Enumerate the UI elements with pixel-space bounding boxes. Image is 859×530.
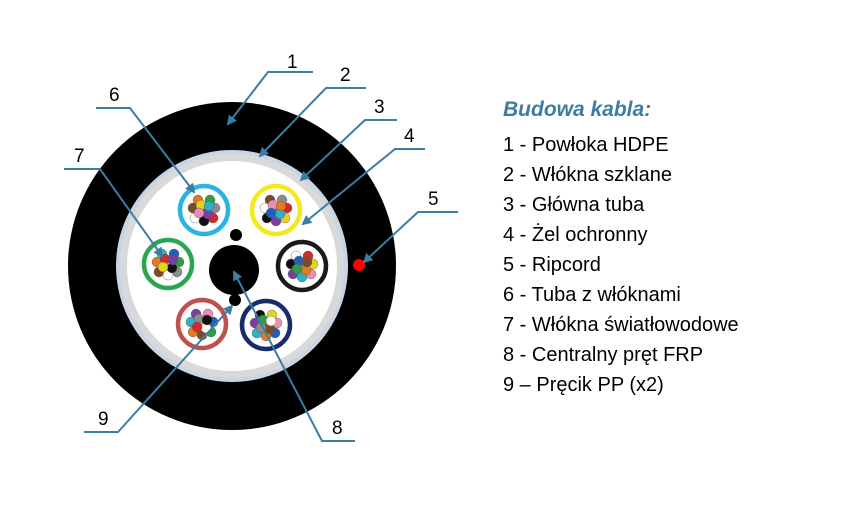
optical-fiber bbox=[193, 207, 205, 219]
leader-line-2 bbox=[258, 87, 366, 158]
fiber-tube-yellow bbox=[249, 183, 303, 237]
leader-line-7 bbox=[64, 168, 164, 258]
optical-fiber bbox=[265, 207, 277, 219]
optical-fiber bbox=[301, 256, 313, 268]
callout-8: 8 bbox=[332, 418, 343, 439]
legend-item-7: 7 - Włókna światłowodowe bbox=[503, 314, 739, 336]
optical-fiber bbox=[191, 321, 203, 333]
fiber-tube-cyan bbox=[177, 183, 231, 237]
callout-4: 4 bbox=[404, 126, 415, 147]
callout-9: 9 bbox=[98, 409, 109, 430]
legend-item-9: 9 – Pręcik PP (x2) bbox=[503, 374, 664, 396]
pp-rod-bottom bbox=[229, 294, 241, 306]
leader-line-1 bbox=[226, 71, 313, 126]
legend-item-5: 5 - Ripcord bbox=[503, 254, 601, 276]
legend-item-6: 6 - Tuba z włóknami bbox=[503, 284, 681, 306]
optical-fiber bbox=[275, 200, 287, 212]
callout-7: 7 bbox=[74, 146, 85, 167]
legend-item-8: 8 - Centralny pręt FRP bbox=[503, 344, 704, 366]
ripcord bbox=[353, 259, 365, 271]
leader-line-3 bbox=[299, 119, 397, 182]
optical-fiber bbox=[203, 200, 215, 212]
optical-fiber bbox=[167, 254, 179, 266]
legend-item-3: 3 - Główna tuba bbox=[503, 194, 645, 216]
callout-6: 6 bbox=[109, 85, 120, 106]
callout-3: 3 bbox=[374, 97, 385, 118]
legend-item-2: 2 - Włókna szklane bbox=[503, 164, 672, 186]
callout-5: 5 bbox=[428, 189, 439, 210]
callout-2: 2 bbox=[340, 65, 351, 86]
fiber-tube-green bbox=[141, 237, 195, 291]
leader-line-4 bbox=[301, 148, 425, 226]
optical-fiber bbox=[201, 314, 213, 326]
fiber-tube-red bbox=[175, 297, 229, 351]
legend-title: Budowa kabla: bbox=[503, 98, 652, 121]
leader-lines bbox=[64, 71, 458, 442]
optical-fiber bbox=[291, 263, 303, 275]
fiber-tube-navy bbox=[239, 298, 293, 352]
leader-line-5 bbox=[362, 211, 458, 264]
optical-fiber bbox=[157, 261, 169, 273]
central-frp-rod bbox=[209, 245, 259, 295]
callout-1: 1 bbox=[287, 52, 298, 73]
legend-item-4: 4 - Żel ochronny bbox=[503, 224, 648, 246]
leader-line-9 bbox=[84, 304, 234, 433]
cable-structure-legend: Budowa kabla: 1 - Powłoka HDPE 2 - Włókn… bbox=[503, 98, 739, 400]
leader-line-6 bbox=[96, 107, 196, 194]
pp-rod-top bbox=[230, 229, 242, 241]
fiber-tube-black bbox=[275, 239, 329, 293]
optical-fiber bbox=[265, 315, 277, 327]
leader-line-8 bbox=[233, 270, 355, 442]
legend-item-1: 1 - Powłoka HDPE bbox=[503, 134, 669, 156]
